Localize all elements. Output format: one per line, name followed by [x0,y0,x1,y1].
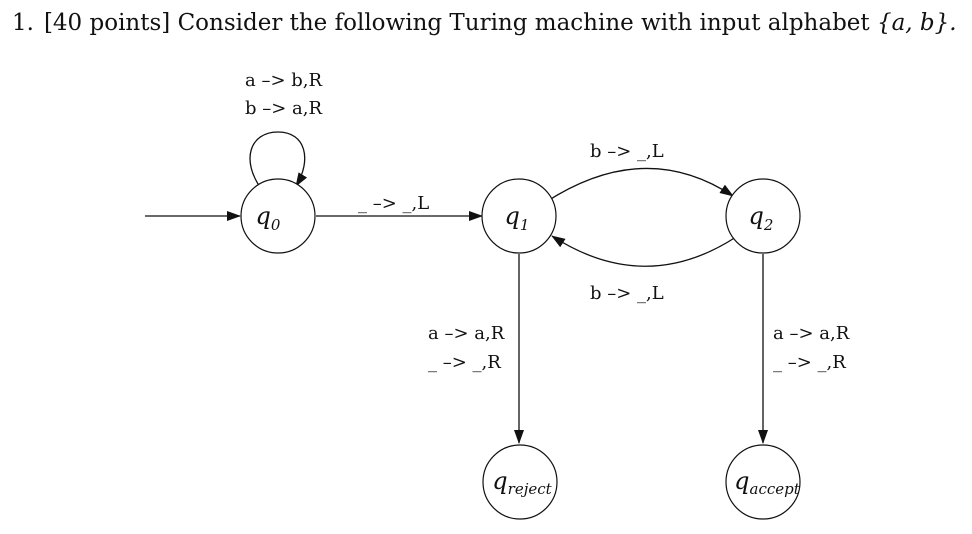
state-q2-sub: 2 [763,216,774,234]
question-heading: 1. [40 points] Consider the following Tur… [12,10,957,36]
label-q2-accept-2: _ –> _,R [773,352,846,373]
state-qreject-base: q [492,467,507,495]
svg-text:qaccept: qaccept [734,467,801,498]
state-qreject-sub: reject [508,480,553,498]
state-qaccept: qaccept [725,444,801,520]
state-q0-base: q [256,202,271,230]
state-q1-base: q [505,202,520,230]
svg-text:q2: q2 [749,202,774,234]
svg-text:q0: q0 [256,202,281,234]
state-q0: q0 [240,178,316,254]
svg-text:q1: q1 [505,202,530,234]
label-q2-accept-1: a –> a,R [773,323,850,344]
edge-q2-q1 [551,235,737,267]
alphabet-set: {a, b}. [876,10,957,36]
question-text: [40 points] Consider the following Turin… [43,10,870,36]
label-q2-q1: b –> _,L [590,283,664,304]
svg-text:qreject: qreject [492,467,552,498]
label-q0-loop-2: b –> a,R [245,98,323,119]
question-number: 1. [12,10,34,36]
edge-q1-q2 [545,167,734,203]
label-q0-loop-1: a –> b,R [245,70,323,91]
label-q1-q2: b –> _,L [590,141,664,162]
state-q1-sub: 1 [520,216,530,234]
label-q0-q1: _ –> _,L [358,193,429,214]
state-q2: q2 [725,178,801,254]
label-q1-reject-1: a –> a,R [428,323,505,344]
state-q1: q1 [481,178,557,254]
label-q1-reject-2: _ –> _,R [428,352,501,373]
state-qaccept-sub: accept [750,480,801,498]
state-q0-sub: 0 [271,216,281,234]
state-qreject: qreject [482,444,558,520]
state-qaccept-base: q [734,467,749,495]
state-q2-base: q [749,202,764,230]
edge-q0-loop [249,131,308,191]
